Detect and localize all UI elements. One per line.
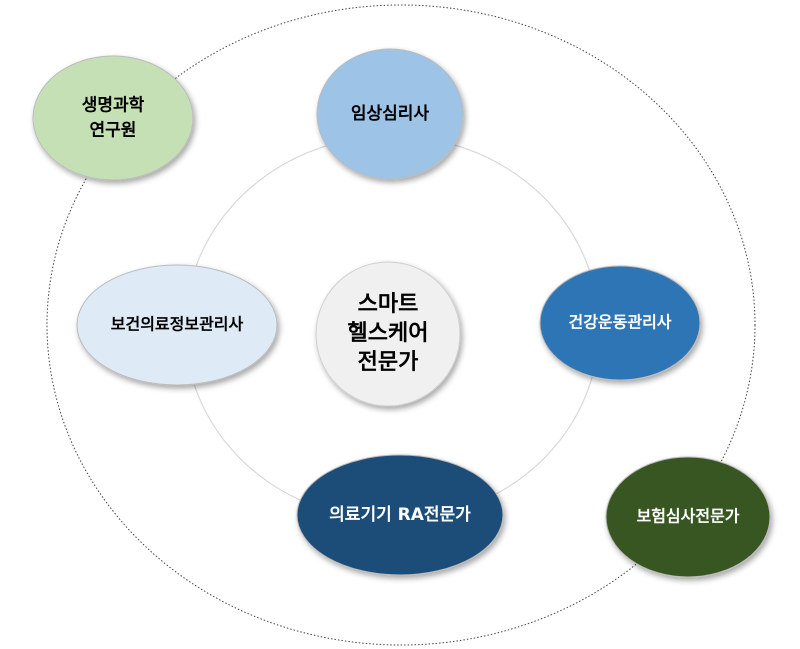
node-label: 생명과학: [82, 96, 145, 116]
node-ellipse: [296, 454, 504, 576]
node-ellipse: [605, 456, 771, 578]
node-ellipse: [76, 264, 278, 386]
node-health-info-manager: 보건의료정보관리사: [76, 264, 278, 386]
node-insurance-review-expert: 보험심사전문가: [605, 456, 771, 578]
node-ellipse: [32, 55, 194, 181]
node-label: 보건의료정보관리사: [111, 315, 244, 334]
center-title-line: 전문가: [358, 350, 419, 375]
center-title-line: 스마트: [358, 292, 419, 317]
node-label: 건강운동관리사: [568, 313, 671, 332]
node-ellipse: [539, 265, 701, 381]
node-ellipse: [316, 48, 464, 180]
node-label: 연구원: [90, 120, 137, 140]
center-node: 스마트 헬스케어 전문가: [315, 261, 461, 407]
node-health-exercise-manager: 건강운동관리사: [539, 265, 701, 381]
node-label: 의료기기 RA전문가: [329, 505, 471, 525]
node-label: 보험심사전문가: [636, 507, 739, 526]
node-label: 임상심리사: [351, 103, 430, 124]
outer-dotted-ring: [46, 4, 756, 646]
center-title-line: 헬스케어: [348, 321, 429, 346]
node-medical-device-ra-expert: 의료기기 RA전문가: [296, 454, 504, 576]
node-clinical-psychologist: 임상심리사: [316, 48, 464, 180]
